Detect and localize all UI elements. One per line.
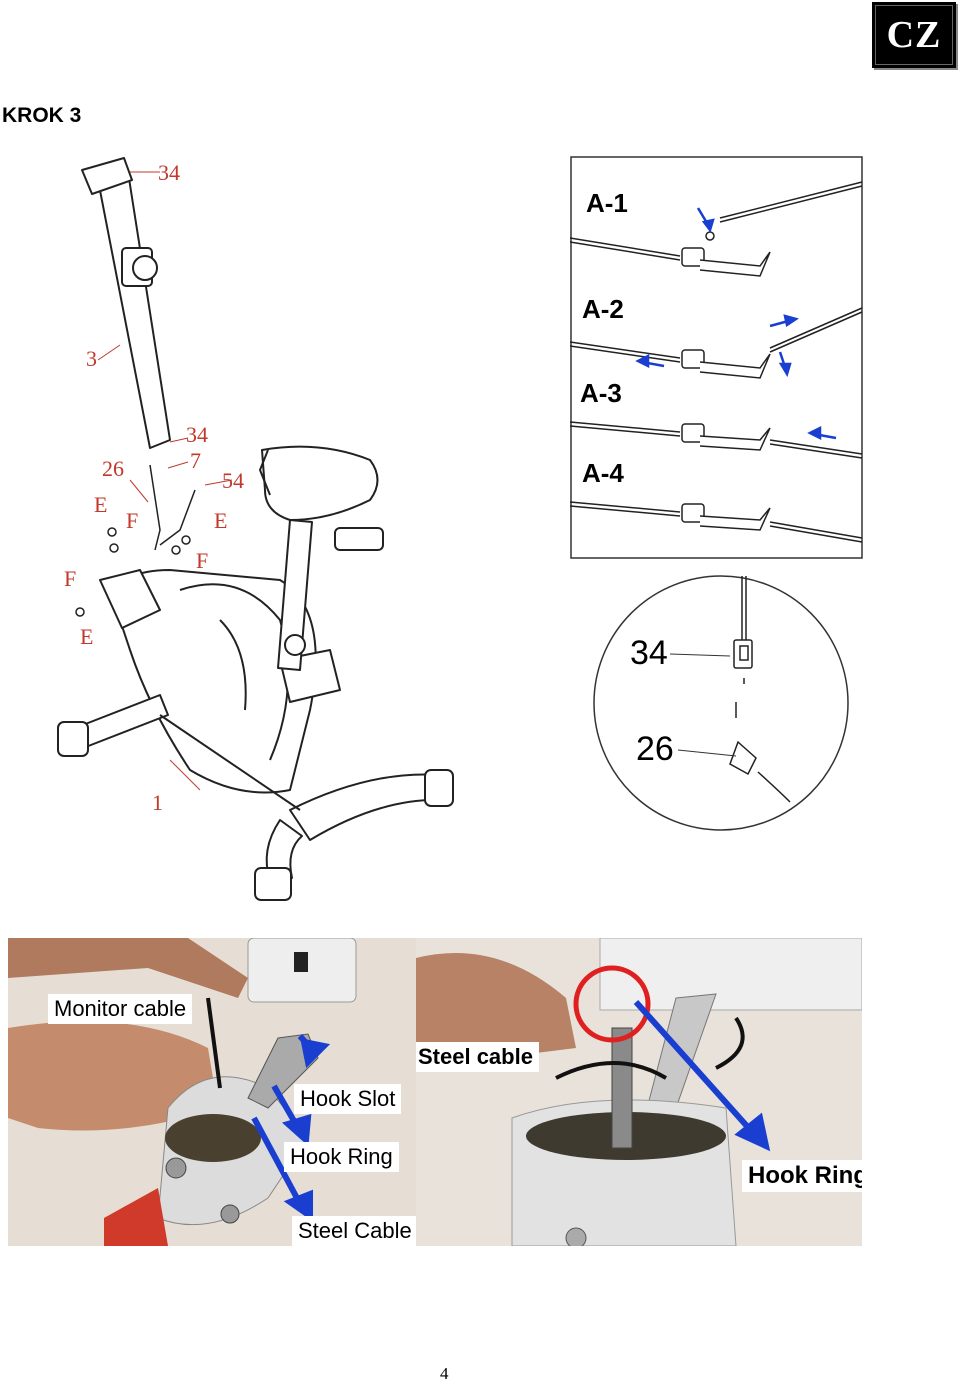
connector-label: 34 xyxy=(630,634,668,672)
language-code: CZ xyxy=(886,14,942,56)
cable-step-label: A-3 xyxy=(580,378,622,408)
part-label: 26 xyxy=(102,456,124,481)
label-hook-slot: Hook Slot xyxy=(294,1084,402,1114)
assembly-photo-right: Steel cable Hook Ring xyxy=(416,938,862,1246)
exploded-view-diagram: 34 3 34 7 26 54 E F E F F E 1 xyxy=(57,157,454,901)
part-label: F xyxy=(196,548,208,573)
label-steel-cable: Steel Cable xyxy=(292,1216,418,1246)
cable-step-label: A-4 xyxy=(582,458,624,488)
cable-step-label: A-1 xyxy=(586,188,628,218)
part-label: F xyxy=(126,508,138,533)
label-monitor-cable: Monitor cable xyxy=(48,994,193,1024)
part-label: 3 xyxy=(86,346,97,371)
highlight-circle xyxy=(573,965,651,1043)
part-label: 34 xyxy=(158,160,180,185)
label-hook-ring-right: Hook Ring xyxy=(742,1160,862,1192)
photo-right-overlay xyxy=(573,965,771,1152)
part-label: E xyxy=(214,508,227,533)
part-label: E xyxy=(80,624,93,649)
part-label: E xyxy=(94,492,107,517)
part-label: 34 xyxy=(186,422,208,447)
photo-left-arrows xyxy=(251,1034,331,1222)
language-badge: CZ xyxy=(872,2,956,68)
part-label: 1 xyxy=(152,790,163,815)
cable-detail-panel: A-1 A-2 A-3 A-4 xyxy=(570,156,863,559)
assembly-photo-left: Monitor cable Hook Slot Hook Ring Steel … xyxy=(8,938,474,1246)
cable-step-label: A-2 xyxy=(582,294,624,324)
part-label: 7 xyxy=(190,448,201,473)
page-number: 4 xyxy=(440,1364,449,1383)
step-title: KROK 3 xyxy=(2,104,82,127)
part-label: F xyxy=(64,566,76,591)
connector-detail-circle: 34 26 xyxy=(593,575,849,831)
connector-label: 26 xyxy=(636,730,674,768)
label-hook-ring: Hook Ring xyxy=(284,1142,399,1172)
part-label: 54 xyxy=(222,468,244,493)
label-steel-cable-right: Steel cable xyxy=(416,1042,539,1072)
